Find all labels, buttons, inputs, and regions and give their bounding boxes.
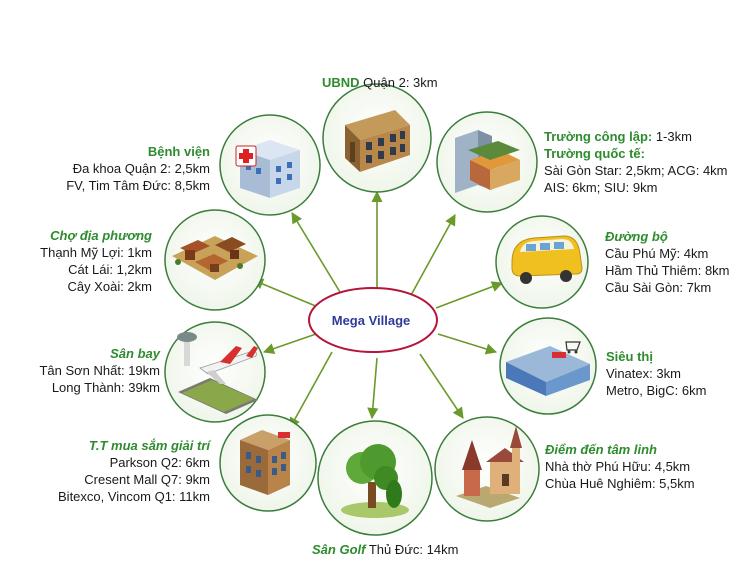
- hub-label: Mega Village: [331, 313, 411, 328]
- hub-ellipse: [308, 287, 438, 353]
- arrow-market: [251, 278, 319, 308]
- bus-icon: [511, 235, 583, 284]
- road-line-2: Hầm Thủ Thiêm: 8km: [605, 263, 730, 278]
- school-text-1: 1-3km: [652, 129, 692, 144]
- arrow-hospital: [291, 212, 344, 298]
- airplane-icon: [177, 332, 258, 414]
- label-spiritual: Điểm đến tâm linh Nhà thờ Phú Hữu: 4,5km…: [545, 441, 695, 492]
- supermarket-line-1: Vinatex: 3km: [606, 366, 681, 381]
- golf-title: Sân Golf: [312, 542, 366, 557]
- school-line-2: AIS: 6km; SIU: 9km: [544, 180, 658, 195]
- arrow-airport: [262, 333, 317, 354]
- spiritual-line-2: Chùa Huê Nghiêm: 5,5km: [545, 476, 695, 491]
- mall-icon: [240, 430, 290, 495]
- label-hospital: Bệnh viện Đa khoa Quận 2: 2,5km FV, Tim …: [44, 143, 210, 194]
- label-ubnd: UBND Quận 2: 3km: [322, 74, 438, 91]
- label-airport: Sân bay Tân Sơn Nhất: 19km Long Thành: 3…: [20, 345, 160, 396]
- supermarket-line-2: Metro, BigC: 6km: [606, 383, 707, 398]
- label-supermarket: Siêu thị Vinatex: 3km Metro, BigC: 6km: [606, 348, 706, 399]
- mall-line-2: Cresent Mall Q7: 9km: [84, 472, 210, 487]
- arrow-mall: [289, 351, 333, 429]
- arrows: [251, 190, 504, 429]
- school-line-1: Sài Gòn Star: 2,5km; ACG: 4km: [544, 163, 728, 178]
- label-golf: Sân Golf Thủ Đức: 14km: [312, 541, 458, 558]
- road-line-1: Cầu Phú Mỹ: 4km: [605, 246, 709, 261]
- airport-line-1: Tân Sơn Nhất: 19km: [39, 363, 160, 378]
- mall-line-3: Bitexco, Vincom Q1: 11km: [58, 489, 210, 504]
- arrow-road: [435, 281, 504, 309]
- label-market: Chợ địa phương Thạnh Mỹ Lợi: 1km Cát Lái…: [20, 227, 152, 295]
- hospital-icon: [235, 140, 300, 198]
- market-line-1: Thạnh Mỹ Lợi: 1km: [40, 245, 152, 260]
- road-title: Đường bộ: [605, 229, 668, 244]
- golf-text: Thủ Đức: 14km: [365, 542, 459, 557]
- airport-line-2: Long Thành: 39km: [51, 380, 160, 395]
- ubnd-title: UBND: [322, 75, 360, 90]
- label-mall: T.T mua sắm giải trí Parkson Q2: 6km Cre…: [20, 437, 210, 505]
- tree-icon: [341, 444, 409, 518]
- road-line-3: Cầu Sài Gòn: 7km: [605, 280, 712, 295]
- hospital-line-2: FV, Tim Tâm Đức: 8,5km: [66, 178, 210, 193]
- label-road: Đường bộ Cầu Phú Mỹ: 4km Hầm Thủ Thiêm: …: [605, 228, 730, 296]
- school-title-2: Trường quốc tế:: [544, 146, 645, 161]
- supermarket-title: Siêu thị: [606, 349, 653, 364]
- airport-title: Sân bay: [110, 346, 160, 361]
- market-line-3: Cây Xoài: 2km: [67, 279, 152, 294]
- building-icon: [345, 110, 410, 172]
- supermarket-icon: [506, 341, 590, 396]
- school-title-1: Trường công lập:: [544, 129, 653, 144]
- mall-title: T.T mua sắm giải trí: [88, 438, 210, 453]
- ubnd-text: Quận 2: 3km: [359, 75, 438, 90]
- arrow-supermarket: [437, 333, 498, 355]
- market-line-2: Cát Lái: 1,2km: [68, 262, 152, 277]
- arrow-golf: [367, 357, 379, 420]
- label-school: Trường công lập: 1-3km Trường quốc tế: S…: [544, 128, 728, 196]
- market-title: Chợ địa phương: [50, 228, 152, 243]
- arrow-school: [409, 214, 456, 298]
- market-icon: [172, 236, 258, 280]
- spiritual-title: Điểm đến tâm linh: [545, 442, 657, 457]
- church-pagoda-icon: [456, 426, 524, 508]
- school-icon: [455, 130, 520, 193]
- spiritual-line-1: Nhà thờ Phú Hữu: 4,5km: [545, 459, 691, 474]
- hospital-line-1: Đa khoa Quận 2: 2,5km: [72, 161, 210, 176]
- mall-line-1: Parkson Q2: 6km: [109, 455, 210, 470]
- arrow-spiritual: [419, 353, 464, 419]
- hospital-title: Bệnh viện: [147, 144, 210, 159]
